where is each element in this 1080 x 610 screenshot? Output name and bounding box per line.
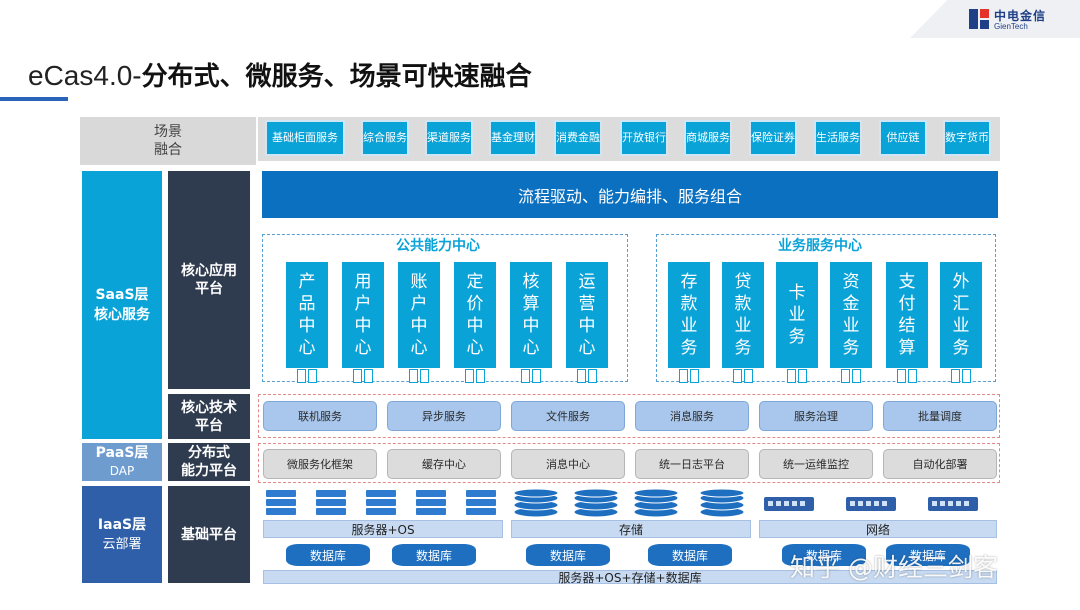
pillar-connector — [574, 369, 600, 383]
pillar-connector — [894, 369, 920, 383]
page-title: eCas4.0- 分布式、微服务、场景可快速融合 — [28, 56, 532, 96]
business-center-item: 贷款业务 — [722, 262, 764, 368]
network-switch-icons — [764, 497, 978, 511]
saas-layer-label: SaaS层 核心服务 — [82, 171, 162, 439]
scene-fusion-label: 场景 融合 — [80, 117, 256, 165]
base-platform-label: 基础平台 — [168, 486, 250, 583]
business-center-item: 资金业务 — [830, 262, 872, 368]
scene-item: 基础柜面服务 — [265, 120, 345, 156]
pillar-connector — [518, 369, 544, 383]
database-pill: 数据库 — [526, 544, 610, 566]
pillar-connector — [948, 369, 974, 383]
dist-service-item: 统一日志平台 — [635, 449, 749, 479]
gientech-logo-icon — [969, 9, 989, 29]
tech-service-item: 服务治理 — [759, 401, 873, 431]
database-pill: 数据库 — [286, 544, 370, 566]
scene-item: 商城服务 — [684, 120, 732, 156]
business-center-item: 支付结算 — [886, 262, 928, 368]
public-center-title: 公共能力中心 — [392, 235, 484, 255]
scene-item: 基金理财 — [489, 120, 537, 156]
logo-name-en: GienTech — [994, 22, 1028, 31]
storage-icons — [513, 488, 745, 518]
public-center-item: 用户中心 — [342, 262, 384, 368]
scene-item: 数字货币 — [943, 120, 991, 156]
title-underline — [0, 97, 68, 101]
dist-service-row — [258, 443, 1000, 483]
pillar-connector — [294, 369, 320, 383]
pillar-connector — [406, 369, 432, 383]
paas-layer-label: PaaS层 DAP — [82, 443, 162, 481]
scene-item: 开放银行 — [620, 120, 668, 156]
server-os-label: 服务器+OS — [263, 520, 503, 538]
business-center-item: 卡业务 — [776, 262, 818, 368]
database-pill: 数据库 — [392, 544, 476, 566]
business-center-box — [656, 234, 996, 382]
tech-service-item: 联机服务 — [263, 401, 377, 431]
tech-service-item: 消息服务 — [635, 401, 749, 431]
business-center-title: 业务服务中心 — [774, 235, 866, 255]
core-tech-platform-label: 核心技术 平台 — [168, 394, 250, 439]
scene-item: 保险证券 — [749, 120, 797, 156]
server-icons — [266, 490, 496, 515]
dist-service-item: 自动化部署 — [883, 449, 997, 479]
tech-service-item: 文件服务 — [511, 401, 625, 431]
pillar-connector — [730, 369, 756, 383]
infra-bottom-label: 服务器+OS+存储+数据库 — [263, 570, 997, 585]
dist-service-item: 微服务化框架 — [263, 449, 377, 479]
dist-service-item: 统一运维监控 — [759, 449, 873, 479]
scene-item: 渠道服务 — [425, 120, 473, 156]
pillar-connector — [350, 369, 376, 383]
watermark-text: 知乎 @财经三剑客 — [790, 553, 998, 582]
scene-item: 消费金融 — [554, 120, 602, 156]
pillar-connector — [462, 369, 488, 383]
title-prefix: eCas4.0- — [28, 60, 142, 91]
iaas-layer-label: IaaS层 云部署 — [82, 486, 162, 583]
distributed-platform-label: 分布式 能力平台 — [168, 443, 250, 481]
paas-subtitle: DAP — [109, 464, 135, 478]
pillar-connector — [784, 369, 810, 383]
scene-item: 生活服务 — [814, 120, 862, 156]
iaas-subtitle: 云部署 — [102, 536, 142, 552]
flow-orchestration-bar: 流程驱动、能力编排、服务组合 — [262, 171, 998, 218]
tech-service-item: 批量调度 — [883, 401, 997, 431]
dist-service-item: 缓存中心 — [387, 449, 501, 479]
pillar-connector — [838, 369, 864, 383]
tech-service-row — [258, 394, 1000, 438]
iaas-title: IaaS层 — [97, 516, 147, 533]
scene-item: 供应链 — [879, 120, 927, 156]
public-center-item: 定价中心 — [454, 262, 496, 368]
business-center-item: 外汇业务 — [940, 262, 982, 368]
network-label: 网络 — [759, 520, 997, 538]
core-app-platform-label: 核心应用 平台 — [168, 171, 250, 389]
database-pill: 数据库 — [782, 544, 866, 566]
title-main: 分布式、微服务、场景可快速融合 — [141, 62, 532, 92]
tech-service-item: 异步服务 — [387, 401, 501, 431]
database-pill: 数据库 — [648, 544, 732, 566]
public-center-item: 核算中心 — [510, 262, 552, 368]
scene-item: 综合服务 — [361, 120, 409, 156]
public-center-item: 运营中心 — [566, 262, 608, 368]
database-pill: 数据库 — [886, 544, 970, 566]
public-center-item: 产品中心 — [286, 262, 328, 368]
business-center-item: 存款业务 — [668, 262, 710, 368]
storage-label: 存储 — [511, 520, 751, 538]
pillar-connector — [676, 369, 702, 383]
dist-service-item: 消息中心 — [511, 449, 625, 479]
paas-title: PaaS层 — [95, 445, 149, 461]
logo-name-cn: 中电金信 — [994, 9, 1047, 23]
public-center-box — [262, 234, 628, 382]
public-center-item: 账户中心 — [398, 262, 440, 368]
